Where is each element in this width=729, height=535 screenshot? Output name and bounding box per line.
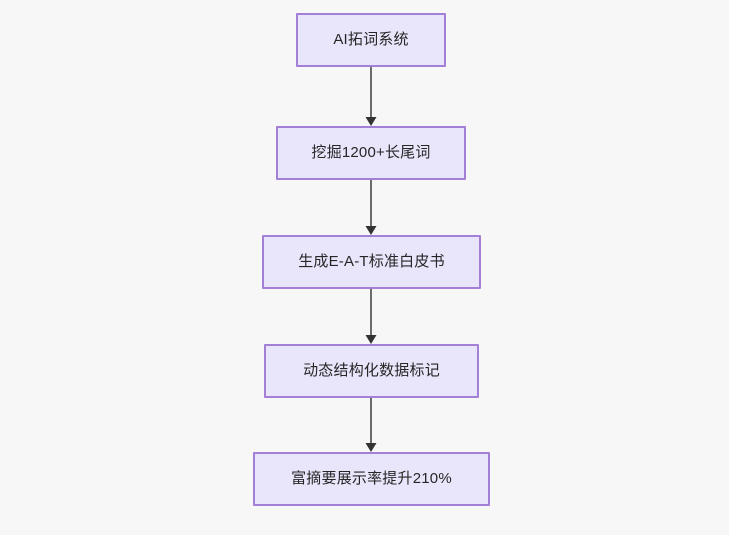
flow-node-label: 生成E-A-T标准白皮书: [298, 252, 445, 270]
flow-node-mine-longtail-keywords[interactable]: 挖掘1200+长尾词: [276, 126, 466, 180]
flow-node-label: 富摘要展示率提升210%: [291, 469, 452, 487]
flow-node-ai-keyword-system[interactable]: AI拓词系统: [296, 13, 446, 67]
flow-node-generate-eat-whitepaper[interactable]: 生成E-A-T标准白皮书: [262, 235, 481, 289]
flow-node-label: 动态结构化数据标记: [303, 361, 440, 379]
flow-node-label: 挖掘1200+长尾词: [311, 143, 431, 161]
flow-node-rich-snippet-impression-uplift[interactable]: 富摘要展示率提升210%: [253, 452, 490, 506]
flow-node-dynamic-structured-data-markup[interactable]: 动态结构化数据标记: [264, 344, 479, 398]
flow-node-label: AI拓词系统: [333, 30, 409, 48]
